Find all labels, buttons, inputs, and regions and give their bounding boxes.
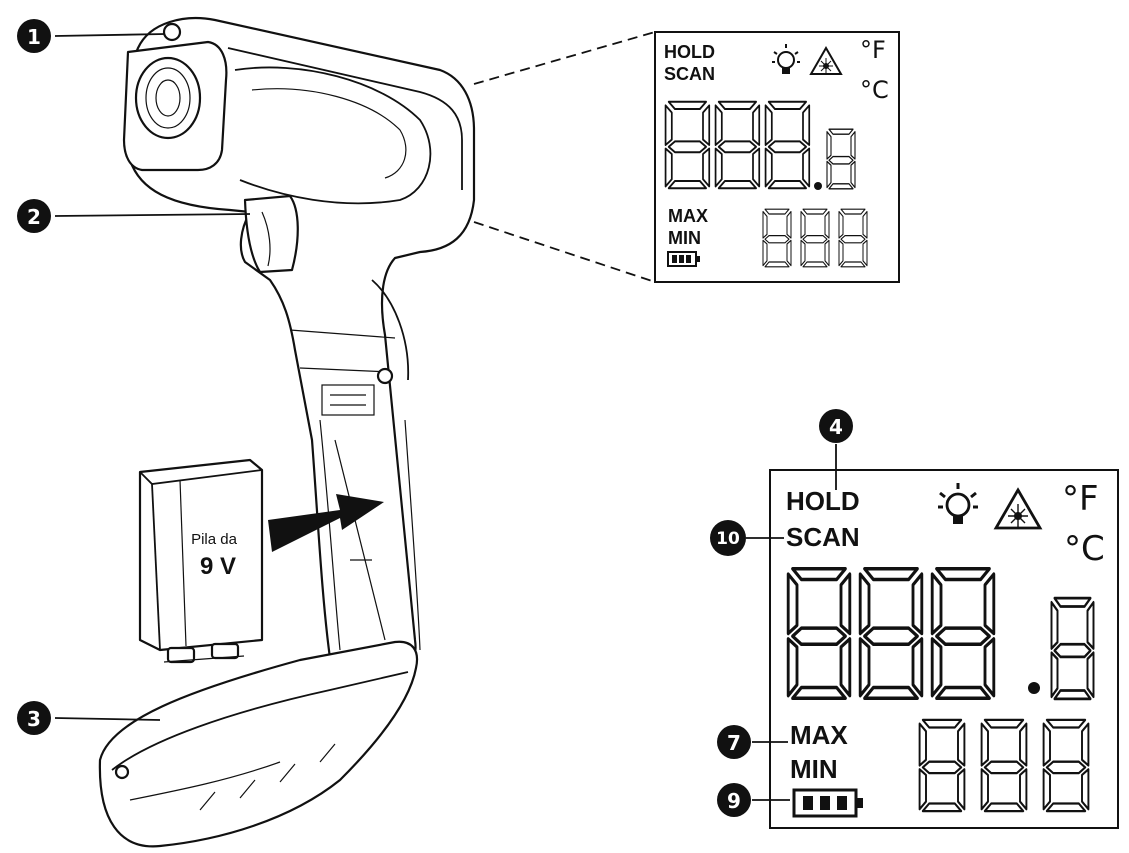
battery-door — [98, 640, 419, 848]
large-lcd-panel: HOLD SCAN °F °C MAX MIN — [769, 469, 1119, 829]
large-max-label: MAX — [790, 720, 848, 750]
laser-warning-icon — [809, 45, 843, 75]
callout-7: 7 — [717, 725, 751, 759]
small-lcd-panel: HOLD SCAN °F °C MAX MIN — [654, 31, 900, 283]
svg-text:1: 1 — [27, 25, 41, 49]
small-decimal-point — [814, 182, 822, 190]
small-max-label: MAX — [668, 206, 708, 226]
bulb-icon — [938, 483, 978, 524]
laser-aperture — [162, 22, 182, 42]
trigger — [243, 194, 299, 274]
callout-1: 1 — [17, 19, 51, 53]
battery-level-icon — [667, 251, 700, 267]
large-decimal-point — [1028, 682, 1040, 694]
laser-warning-icon — [993, 487, 1043, 530]
battery-label-line1: Pila da — [191, 531, 238, 548]
small-scan-label: SCAN — [664, 64, 715, 84]
battery-label-line2: 9 V — [200, 553, 236, 580]
small-celsius-label: °C — [860, 76, 889, 104]
svg-text:10: 10 — [716, 529, 740, 549]
large-fahrenheit-label: °F — [1062, 479, 1099, 519]
bulb-icon — [772, 44, 800, 74]
svg-text:9: 9 — [727, 789, 741, 813]
gun-body — [126, 17, 476, 668]
svg-text:3: 3 — [27, 707, 41, 731]
small-hold-label: HOLD — [664, 42, 715, 62]
battery-level-icon — [792, 788, 863, 818]
insert-arrow — [268, 494, 384, 552]
callout-9: 9 — [717, 783, 751, 817]
callout-10: 10 — [710, 520, 746, 556]
callout-2: 2 — [17, 199, 51, 233]
large-scan-label: SCAN — [786, 522, 860, 552]
large-min-label: MIN — [790, 754, 838, 784]
battery-9v: Pila da 9 V — [138, 458, 264, 664]
callout-3: 3 — [17, 701, 51, 735]
small-min-label: MIN — [668, 228, 701, 248]
large-celsius-label: °C — [1064, 529, 1105, 569]
svg-text:2: 2 — [27, 205, 41, 229]
large-hold-label: HOLD — [786, 486, 860, 516]
callout-4: 4 — [819, 409, 853, 443]
thermometer-gun — [122, 17, 476, 668]
svg-text:7: 7 — [727, 731, 741, 755]
small-fahrenheit-label: °F — [860, 36, 886, 64]
svg-text:4: 4 — [829, 415, 843, 439]
